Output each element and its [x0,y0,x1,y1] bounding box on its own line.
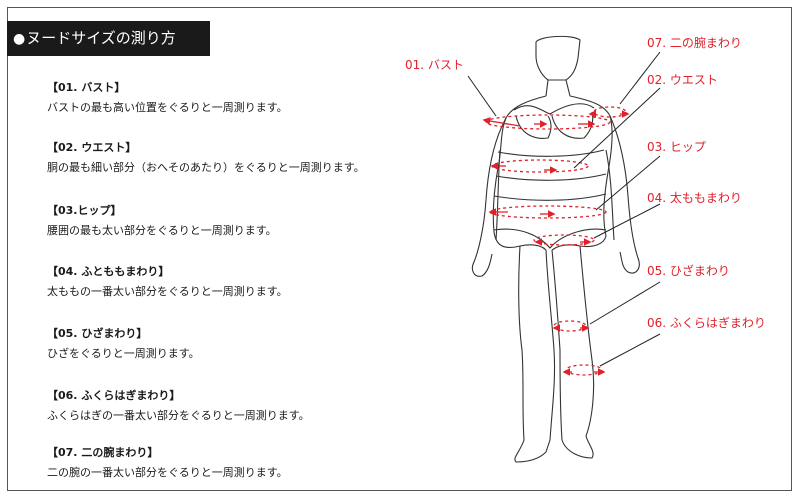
list-item-hip: 【03.ヒップ】 腰囲の最も太い部分をぐるりと一周測ります。 [47,204,447,238]
list-item-thigh: 【04. ふとももまわり】 太ももの一番太い部分をぐるりと一周測ります。 [47,265,447,299]
item-heading: 【07. 二の腕まわり】 [47,446,159,459]
list-item-waist: 【02. ウエスト】 胴の最も細い部分（おへそのあたり）をぐるりと一周測ります。 [47,141,447,175]
item-heading: 【02. ウエスト】 [47,141,137,154]
item-description: 二の腕の一番太い部分をぐるりと一周測ります。 [47,466,288,479]
label-bust: 01. バスト [405,58,464,72]
item-description: 胴の最も細い部分（おへそのあたり）をぐるりと一周測ります。 [47,161,365,174]
label-knee: 05. ひざまわり [647,264,730,278]
content-frame [7,7,792,491]
label-thigh: 04. 太ももまわり [647,191,742,205]
list-item-calf: 【06. ふくらはぎまわり】 ふくらはぎの一番太い部分をぐるりと一周測ります。 [47,389,447,423]
label-arm: 07. 二の腕まわり [647,36,742,50]
item-heading: 【05. ひざまわり】 [47,327,148,340]
item-heading: 【04. ふとももまわり】 [47,265,170,278]
item-description: ひざをぐるりと一周測ります。 [47,347,200,360]
item-description: 太ももの一番太い部分をぐるりと一周測ります。 [47,285,288,298]
page-title: ヌードサイズの測り方 [26,29,176,47]
label-waist: 02. ウエスト [647,73,718,87]
item-description: バストの最も高い位置をぐるりと一周測ります。 [47,101,288,114]
page-title-bar: ●ヌードサイズの測り方 [7,21,210,56]
item-heading: 【03.ヒップ】 [47,204,122,217]
list-item-knee: 【05. ひざまわり】 ひざをぐるりと一周測ります。 [47,327,447,361]
item-heading: 【06. ふくらはぎまわり】 [47,389,181,402]
label-calf: 06. ふくらはぎまわり [647,316,766,330]
title-bullet: ● [13,31,26,47]
list-item-bust: 【01. バスト】 バストの最も高い位置をぐるりと一周測ります。 [47,81,447,115]
item-description: ふくらはぎの一番太い部分をぐるりと一周測ります。 [47,409,310,422]
item-description: 腰囲の最も太い部分をぐるりと一周測ります。 [47,224,277,237]
label-hip: 03. ヒップ [647,140,706,154]
list-item-arm: 【07. 二の腕まわり】 二の腕の一番太い部分をぐるりと一周測ります。 [47,446,447,480]
item-heading: 【01. バスト】 [47,81,126,94]
